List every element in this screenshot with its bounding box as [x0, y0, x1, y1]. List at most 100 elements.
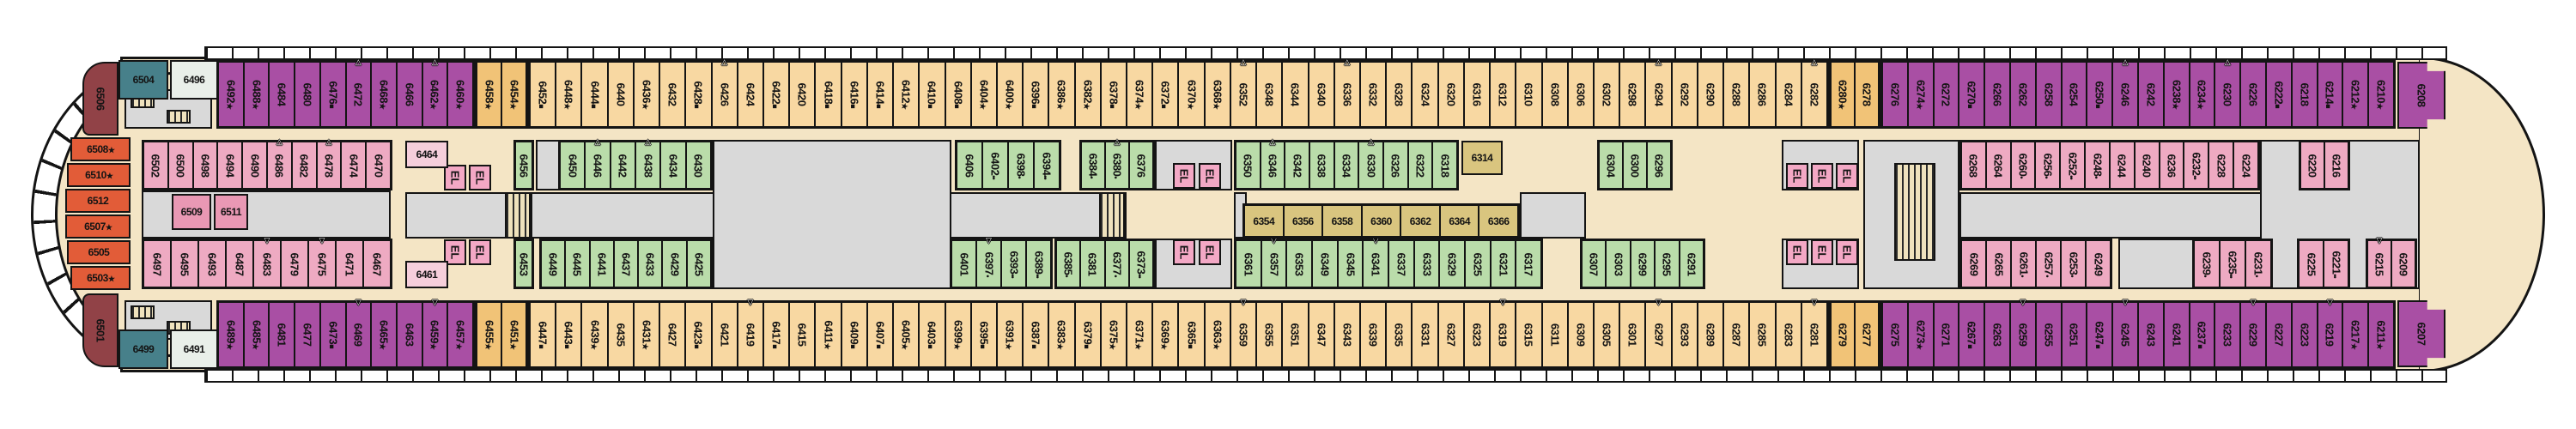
cabin-6419[interactable]: 6419▽ [738, 298, 762, 366]
cabin-6485[interactable]: 6485★ [244, 303, 269, 366]
cabin-6449[interactable]: 6449 [542, 241, 565, 287]
cabin-6479[interactable]: 6479 [282, 241, 307, 287]
cabin-6227[interactable]: 6227 [2266, 303, 2291, 366]
cabin-6314[interactable]: 6314 [1461, 141, 1503, 175]
cabin-6330[interactable]: 6330△ [1359, 137, 1383, 188]
cabin-6503[interactable]: 6503★ [70, 266, 131, 290]
cabin-6408[interactable]: 6408■ [945, 63, 970, 126]
cabin-6329[interactable]: 6329 [1440, 241, 1465, 287]
cabin-6358[interactable]: 6358 [1323, 206, 1361, 236]
cabin-6444[interactable]: 6444■ [582, 63, 607, 126]
cabin-6232[interactable]: 6232•• [2184, 142, 2208, 188]
cabin-6458[interactable]: 6458★ [477, 63, 501, 126]
cabin-6477[interactable]: 6477 [295, 303, 319, 366]
cabin-6304[interactable]: 6304 [1600, 142, 1622, 188]
cabin-6289[interactable]: 6289 [1698, 303, 1723, 366]
cabin-6420[interactable]: 6420 [790, 63, 815, 126]
cabin-6312[interactable]: 6312 [1491, 63, 1516, 126]
cabin-6350[interactable]: 6350 [1236, 142, 1260, 188]
cabin-6348[interactable]: 6348 [1257, 63, 1282, 126]
cabin-6223[interactable]: 6223 [2292, 303, 2317, 366]
cabin-6400[interactable]: 6400★ [997, 63, 1023, 126]
cabin-6253[interactable]: 6253• [2062, 241, 2085, 287]
cabin-6259[interactable]: 6259▽ [2010, 298, 2035, 366]
cabin-6269[interactable]: 6269 [1962, 241, 1985, 287]
cabin-6412[interactable]: 6412★ [894, 63, 919, 126]
cabin-6417[interactable]: 6417■ [763, 303, 789, 366]
cabin-6307[interactable]: 6307 [1583, 241, 1606, 287]
cabin-6286[interactable]: 6286 [1750, 63, 1775, 126]
cabin-6331[interactable]: 6331 [1413, 303, 1437, 366]
cabin-6377[interactable]: 6377• [1105, 241, 1128, 287]
cabin-6371[interactable]: 6371★ [1127, 303, 1152, 366]
cabin-6465[interactable]: 6465★ [372, 303, 396, 366]
cabin-6240[interactable]: 6240 [2135, 142, 2159, 188]
cabin-6287[interactable]: 6287 [1724, 303, 1749, 366]
cabin-6428[interactable]: 6428■ [686, 63, 711, 126]
cabin-6241[interactable]: 6241 [2164, 303, 2189, 366]
cabin-6504[interactable]: 6504 [118, 60, 168, 100]
cabin-6262[interactable]: 6262 [2010, 63, 2035, 126]
cabin-6247[interactable]: 6247■ [2087, 303, 2112, 366]
cabin-6263[interactable]: 6263 [1985, 303, 2009, 366]
cabin-6277[interactable]: 6277 [1856, 303, 1878, 366]
cabin-6496[interactable]: 6496 [170, 60, 218, 100]
cabin-6343[interactable]: 6343 [1334, 303, 1359, 366]
cabin-6441[interactable]: 6441 [590, 241, 613, 287]
cabin-6480[interactable]: 6480 [295, 63, 319, 126]
cabin-6466[interactable]: 6466 [397, 63, 422, 126]
cabin-6238[interactable]: 6238★ [2164, 63, 2189, 126]
cabin-6379[interactable]: 6379■ [1075, 303, 1100, 366]
cabin-6271[interactable]: 6271 [1934, 303, 1959, 366]
cabin-6214[interactable]: 6214■ [2318, 63, 2342, 126]
cabin-6282[interactable]: 6282△ [1801, 57, 1826, 126]
cabin-6325[interactable]: 6325 [1466, 241, 1490, 287]
cabin-6319[interactable]: 6319▽ [1491, 298, 1516, 366]
cabin-6242[interactable]: 6242 [2138, 63, 2163, 126]
cabin-6211[interactable]: 6211★ [2369, 303, 2393, 366]
cabin-6251[interactable]: 6251 [2062, 303, 2087, 366]
cabin-6429[interactable]: 6429 [663, 241, 686, 287]
cabin-6453[interactable]: 6453 [516, 241, 532, 287]
cabin-6215[interactable]: 6215▽ [2368, 236, 2391, 287]
cabin-6299[interactable]: 6299 [1631, 241, 1655, 287]
cabin-6273[interactable]: 6273★ [1908, 303, 1933, 366]
cabin-6443[interactable]: 6443■ [556, 303, 581, 366]
cabin-6229[interactable]: 6229▽ [2241, 298, 2265, 366]
cabin-6305[interactable]: 6305 [1594, 303, 1619, 366]
cabin-6455[interactable]: 6455★ [477, 303, 501, 366]
cabin-6399[interactable]: 6399★ [945, 303, 970, 366]
cabin-6296[interactable]: 6296 [1648, 142, 1670, 188]
cabin-6470[interactable]: 6470 [367, 142, 390, 188]
cabin-6410[interactable]: 6410■ [920, 63, 945, 126]
cabin-6418[interactable]: 6418■ [816, 63, 841, 126]
cabin-6225[interactable]: 6225 [2300, 241, 2323, 287]
cabin-6435[interactable]: 6435 [608, 303, 633, 366]
cabin-6366[interactable]: 6366 [1479, 206, 1518, 236]
cabin-6409[interactable]: 6409■ [841, 303, 866, 366]
cabin-6490[interactable]: 6490 [243, 142, 266, 188]
cabin-6373[interactable]: 6373•• [1129, 241, 1152, 287]
cabin-6460[interactable]: 6460★ [448, 63, 473, 126]
cabin-6473[interactable]: 6473■ [320, 303, 345, 366]
cabin-6324[interactable]: 6324 [1413, 63, 1437, 126]
cabin-6397[interactable]: 6397•▽ [977, 236, 1000, 287]
cabin-6311[interactable]: 6311 [1542, 303, 1567, 366]
cabin-6216[interactable]: 6216 [2325, 142, 2348, 188]
cabin-6427[interactable]: 6427 [660, 303, 685, 366]
cabin-6457[interactable]: 6457★ [448, 303, 473, 366]
cabin-6285[interactable]: 6285 [1750, 303, 1775, 366]
cabin-6468[interactable]: 6468★ [372, 63, 396, 126]
cabin-6337[interactable]: 6337 [1389, 241, 1413, 287]
cabin-6320[interactable]: 6320 [1438, 63, 1463, 126]
cabin-6510[interactable]: 6510★ [67, 163, 131, 187]
cabin-6265[interactable]: 6265 [1987, 241, 2010, 287]
cabin-6372[interactable]: 6372■ [1153, 63, 1178, 126]
cabin-6437[interactable]: 6437 [614, 241, 638, 287]
cabin-6264[interactable]: 6264 [1986, 142, 2010, 188]
cabin-6402[interactable]: 6402•• [983, 142, 1007, 188]
cabin-6430[interactable]: 6430 [686, 142, 710, 188]
cabin-6505[interactable]: 6505 [67, 240, 131, 264]
cabin-6347[interactable]: 6347 [1309, 303, 1334, 366]
cabin-6502[interactable]: 6502 [144, 142, 167, 188]
